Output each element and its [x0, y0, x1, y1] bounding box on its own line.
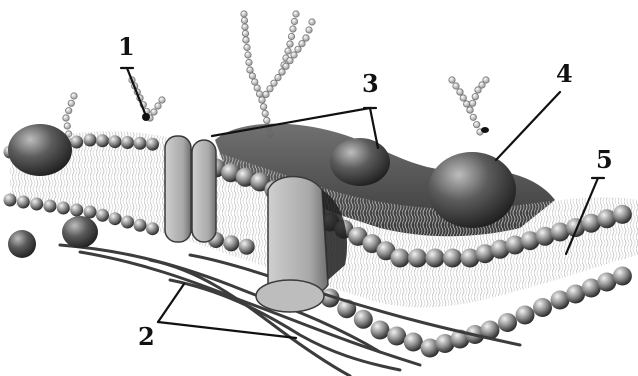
lipid-head [30, 198, 43, 211]
lipid-head [146, 138, 159, 151]
lipid-head [96, 134, 109, 147]
lipid-head [239, 239, 255, 255]
lipid-head [391, 249, 410, 268]
lipid-head [387, 327, 406, 346]
lipid-head [443, 249, 462, 268]
lipid-head [223, 235, 239, 251]
glycoprotein-globule [428, 152, 516, 228]
lipid-head [4, 194, 17, 207]
lipid-head [70, 136, 83, 149]
lipid-head [613, 205, 632, 224]
callout-1: 1 [118, 32, 135, 61]
lipid-head [134, 137, 147, 150]
lipid-head [408, 249, 427, 268]
lipid-head [121, 216, 134, 229]
lipid-head [533, 298, 552, 317]
callout-2: 2 [138, 322, 155, 351]
glycoprotein-chain-4-branch [467, 77, 489, 113]
lipid-head [121, 136, 134, 149]
lipid-head [109, 212, 122, 225]
lipid-head [404, 333, 423, 352]
lipid-head [44, 200, 57, 213]
lipid-head [109, 135, 122, 148]
callout-5: 5 [596, 145, 613, 174]
lipid-head [516, 306, 535, 325]
lipid-head [613, 267, 632, 286]
glycoprotein-chain-branch-2 [279, 19, 315, 75]
leader-4 [496, 92, 560, 160]
lipid-head [146, 222, 159, 235]
lipid-head [57, 202, 70, 215]
lipid-head [354, 310, 373, 329]
leader-2a [158, 284, 184, 322]
lipid-head [498, 313, 517, 332]
callout-4: 4 [556, 59, 573, 88]
leader-1 [127, 68, 146, 116]
glycoprotein-chain-main [241, 11, 273, 137]
glycoprotein-chain-4 [449, 77, 483, 135]
channel-protein [165, 136, 216, 242]
lipid-head [371, 321, 390, 340]
lipid-head [426, 249, 445, 268]
lipid-head [84, 206, 97, 219]
lipid-head [134, 219, 147, 232]
lipid-head [17, 196, 30, 209]
callout-3: 3 [362, 69, 379, 98]
leader-2b [158, 322, 296, 338]
lipid-head [96, 209, 109, 222]
lipid-head [84, 134, 97, 147]
lipid-head [70, 204, 83, 217]
